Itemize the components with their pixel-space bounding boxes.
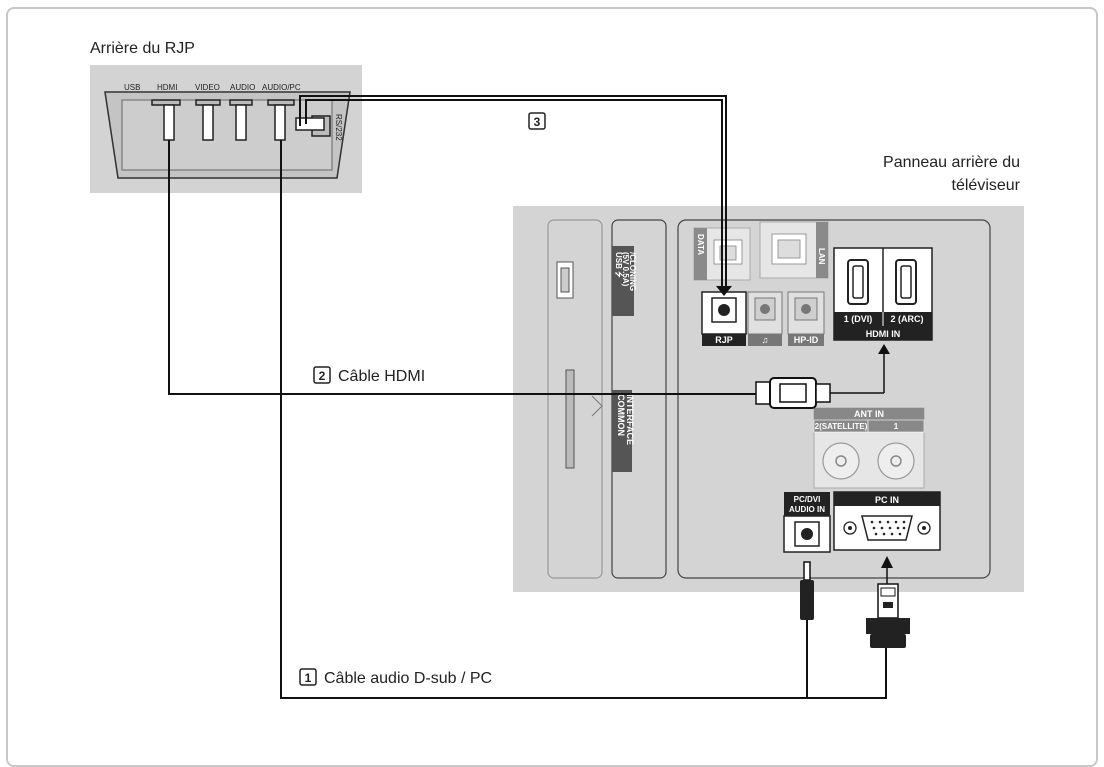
svg-text:2(SATELLITE): 2(SATELLITE) xyxy=(815,422,868,431)
svg-text:INTERFACE: INTERFACE xyxy=(625,394,635,445)
svg-text:RJP: RJP xyxy=(715,335,733,345)
svg-text:1: 1 xyxy=(894,422,899,431)
lan-port: LAN xyxy=(759,221,829,279)
headphone-jack: ♫ xyxy=(747,291,783,346)
svg-text:PC IN: PC IN xyxy=(875,495,899,505)
svg-text:1 (DVI): 1 (DVI) xyxy=(844,314,873,324)
svg-text:PC/DVI: PC/DVI xyxy=(794,495,821,504)
svg-text:3: 3 xyxy=(534,115,541,129)
usb-cloning-label: USB ⭍ (5V 0.5A) /CLONING xyxy=(612,246,637,316)
audio-plug xyxy=(800,561,814,620)
svg-text:HDMI IN: HDMI IN xyxy=(866,329,901,339)
cable-1-callout: 1 Câble audio D-sub / PC xyxy=(299,668,492,687)
svg-text:/CLONING: /CLONING xyxy=(628,252,637,291)
pc-in-block: PC IN xyxy=(833,491,941,551)
cable-2-callout: 2 Câble HDMI xyxy=(313,366,425,385)
cable-1-audio-dsub xyxy=(280,140,887,699)
svg-text:COMMON: COMMON xyxy=(616,394,626,436)
svg-text:(5V 0.5A): (5V 0.5A) xyxy=(621,252,630,287)
rjp-port-audio: AUDIO xyxy=(230,83,255,92)
svg-text:USB ⭍: USB ⭍ xyxy=(614,252,624,278)
headphone-icon: ♫ xyxy=(762,335,769,345)
rjp-port-rs232: RS/232 xyxy=(334,114,343,141)
rjp-port-audio-pc: AUDIO/PC xyxy=(262,83,301,92)
rjp-back-label: Arrière du RJP xyxy=(90,40,195,57)
rjp-unit xyxy=(90,65,362,193)
rjp-connectors xyxy=(151,99,331,141)
rjp-jack: RJP xyxy=(701,291,747,346)
rjp-port-video: VIDEO xyxy=(195,83,220,92)
svg-text:LAN: LAN xyxy=(817,248,826,265)
pc-dvi-audio-in-jack: PC/DVI AUDIO IN xyxy=(783,492,831,553)
cable-2-label: Câble HDMI xyxy=(338,368,425,385)
dsub-plug xyxy=(866,556,910,648)
svg-text:2: 2 xyxy=(319,369,326,383)
ant-in-block: ANT IN 2(SATELLITE) 1 xyxy=(813,407,925,489)
cable-3-rjp xyxy=(299,95,732,296)
rjp-port-usb: USB xyxy=(124,83,140,92)
tv-back-label-line2: téléviseur xyxy=(952,177,1021,194)
rjp-port-hdmi: HDMI xyxy=(157,83,177,92)
cable-3-callout: 3 xyxy=(528,112,546,130)
usb-slot xyxy=(556,261,574,299)
svg-text:HP-ID: HP-ID xyxy=(794,335,819,345)
svg-text:DATA: DATA xyxy=(696,234,705,255)
connection-diagram: Arrière du RJP USB HDMI VIDEO AUDIO AUDI… xyxy=(90,40,1024,699)
svg-text:ANT IN: ANT IN xyxy=(854,409,884,419)
svg-text:2 (ARC): 2 (ARC) xyxy=(891,314,924,324)
tv-back-label-line1: Panneau arrière du xyxy=(883,154,1020,171)
hp-id-jack: HP-ID xyxy=(787,291,825,346)
cable-1-label: Câble audio D-sub / PC xyxy=(324,670,492,687)
svg-text:1: 1 xyxy=(305,671,312,685)
cable-2-hdmi xyxy=(168,140,890,409)
common-interface-label: COMMON INTERFACE xyxy=(612,390,635,472)
svg-text:AUDIO IN: AUDIO IN xyxy=(789,505,825,514)
common-interface-slot xyxy=(565,369,603,469)
hdmi-in-block: 1 (DVI) 2 (ARC) HDMI IN xyxy=(833,247,933,341)
